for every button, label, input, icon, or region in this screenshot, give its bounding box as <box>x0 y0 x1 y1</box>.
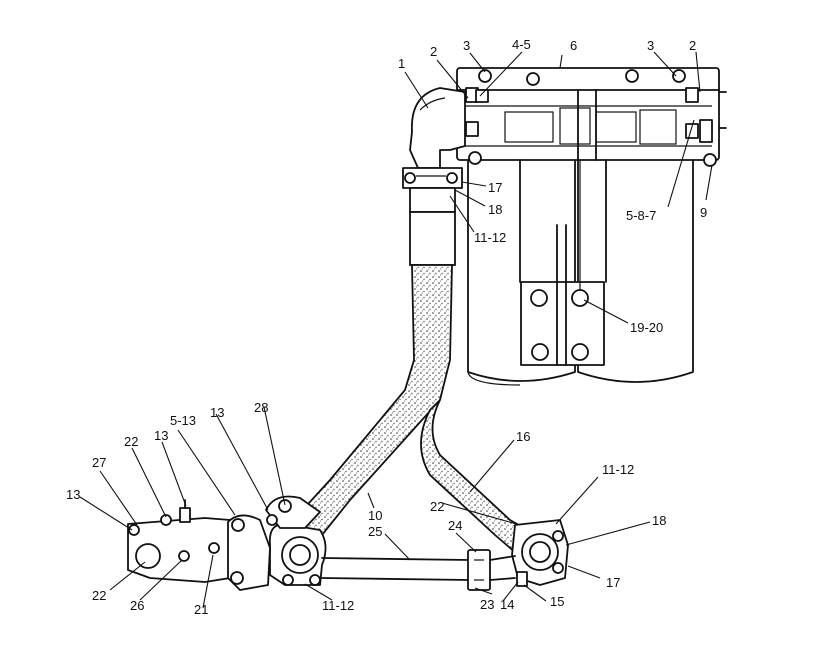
callout-11-12: 11-12 <box>474 230 506 245</box>
callout-27: 27 <box>92 455 106 470</box>
callout-24: 24 <box>448 518 462 533</box>
head-bolt <box>526 72 540 86</box>
callout-labels: 1 2 3 4-5 6 3 2 17 18 11-12 5-8-7 9 19-2… <box>66 37 707 617</box>
callout-28: 28 <box>254 400 268 415</box>
callout-9: 9 <box>700 205 707 220</box>
filter-canisters <box>467 159 694 386</box>
callout-10: 10 <box>368 508 382 523</box>
callout-3: 3 <box>647 38 654 53</box>
callout-6: 6 <box>570 38 577 53</box>
inlet-elbow <box>402 87 466 213</box>
mounting-bracket <box>519 159 607 366</box>
head-bolt <box>625 69 639 83</box>
bracket-bolt <box>531 343 549 361</box>
callout-4-5: 4-5 <box>512 37 531 52</box>
lower-right-fitting <box>511 519 569 587</box>
clamp-bolt <box>699 119 713 143</box>
callout-13: 13 <box>210 405 224 420</box>
head-bolt <box>672 69 686 83</box>
callout-17: 17 <box>606 575 620 590</box>
callout-2: 2 <box>689 38 696 53</box>
clamp-bolt <box>475 89 489 103</box>
callout-22: 22 <box>124 434 138 449</box>
left-manifold <box>127 495 321 591</box>
callout-18: 18 <box>488 202 502 217</box>
clamp-bolt <box>685 87 699 103</box>
head-bolt <box>703 153 717 167</box>
callout-11-12: 11-12 <box>602 462 634 477</box>
callout-16: 16 <box>516 429 530 444</box>
callout-5-8-7: 5-8-7 <box>626 208 656 223</box>
bracket-bolt <box>571 289 589 307</box>
callout-5-13: 5-13 <box>170 413 196 428</box>
lower-left-fitting <box>268 523 327 586</box>
clamp-bolt <box>465 121 479 137</box>
support-bar <box>321 549 516 591</box>
callout-18: 18 <box>652 513 666 528</box>
callout-26: 26 <box>130 598 144 613</box>
callout-15: 15 <box>550 594 564 609</box>
callout-2: 2 <box>430 44 437 59</box>
leader-lines <box>79 51 713 609</box>
filter-mounting-head <box>456 67 727 167</box>
head-bolt <box>478 69 492 83</box>
callout-25: 25 <box>368 524 382 539</box>
callout-13: 13 <box>154 428 168 443</box>
bracket-bolt <box>530 289 548 307</box>
callout-21: 21 <box>194 602 208 617</box>
callout-1: 1 <box>398 56 405 71</box>
callout-13: 13 <box>66 487 80 502</box>
callout-19-20: 19-20 <box>630 320 663 335</box>
callout-23: 23 <box>480 597 494 612</box>
clamp-bolt <box>685 123 699 139</box>
callout-17: 17 <box>488 180 502 195</box>
head-bolt <box>468 151 482 165</box>
callout-14: 14 <box>500 597 514 612</box>
bracket-bolt <box>571 343 589 361</box>
callout-11-12: 11-12 <box>322 598 354 613</box>
callout-22: 22 <box>92 588 106 603</box>
callout-22: 22 <box>430 499 444 514</box>
callout-3: 3 <box>463 38 470 53</box>
